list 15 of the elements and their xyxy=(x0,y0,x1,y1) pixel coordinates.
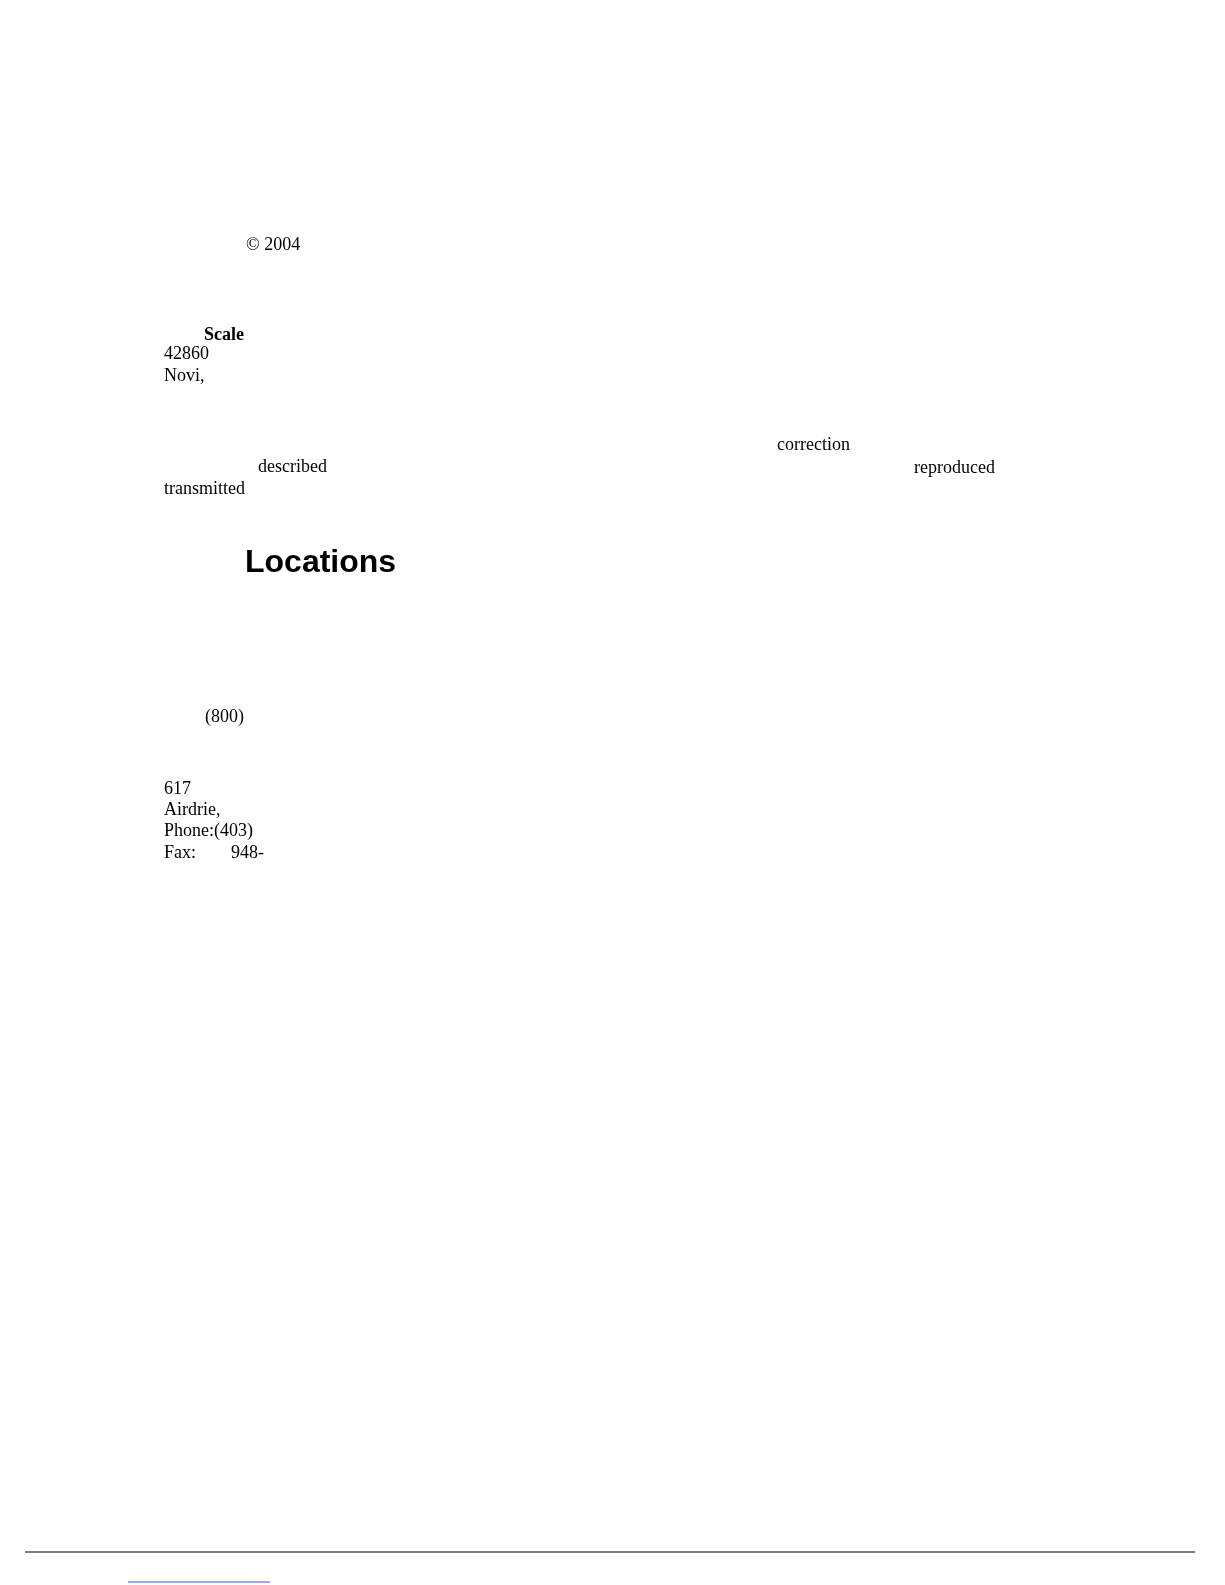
text-fragment: (800) xyxy=(205,707,244,725)
text-fragment: Airdrie, xyxy=(164,800,221,818)
text-fragment: described xyxy=(258,457,327,475)
text-fragment: © 2004 xyxy=(246,235,301,253)
text-fragment: transmitted xyxy=(164,479,245,497)
text-fragment: reproduced xyxy=(914,458,995,476)
text-fragment: Phone:(403) xyxy=(164,821,253,839)
text-fragment: Fax: xyxy=(164,843,196,861)
text-fragment: 617 xyxy=(164,779,191,797)
text-fragment: correction xyxy=(777,435,850,453)
text-fragment: Novi, xyxy=(164,366,205,384)
text-fragment: 948- xyxy=(231,843,264,861)
heading: Locations xyxy=(245,545,397,577)
text-fragment: Scale xyxy=(204,325,244,343)
text-fragment: 42860 xyxy=(164,344,209,362)
